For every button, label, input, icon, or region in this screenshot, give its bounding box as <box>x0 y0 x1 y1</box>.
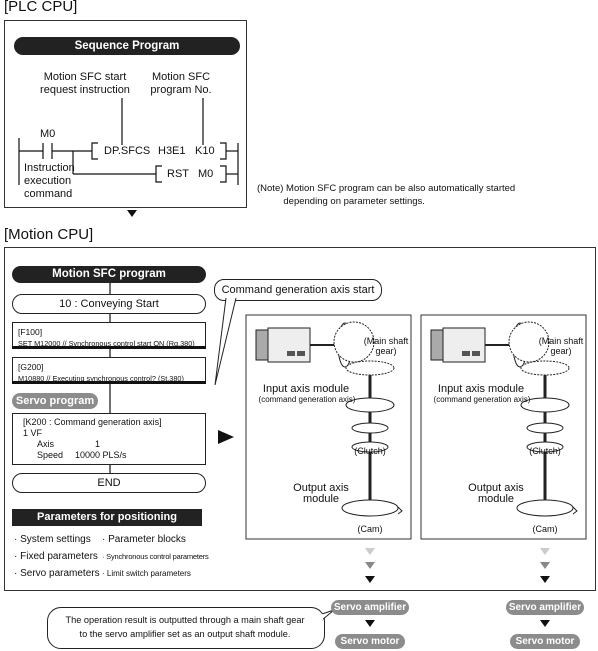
panel-1-input-axis: Input axis module <box>262 383 350 395</box>
param-limit-switch: · Limit switch parameters <box>102 569 191 578</box>
motion-frame <box>4 247 596 591</box>
panel-2-main-shaft-gear: (Main shaft gear) <box>538 336 584 356</box>
program-no-label: Motion SFC program No. <box>150 71 212 96</box>
param-system-settings: · System settings <box>14 534 91 545</box>
f100-body: SET M12000 // Synchronous control start … <box>18 339 195 348</box>
step-end: END <box>12 473 206 493</box>
param-parameter-blocks: · Parameter blocks <box>102 534 186 545</box>
panel-2-cam: (Cam) <box>532 524 558 534</box>
params-list: · System settings · Parameter blocks · F… <box>14 531 214 582</box>
servo-motor-1: Servo motor <box>335 634 405 649</box>
panel-1-input-axis-sub: (command generation axis) <box>258 395 356 404</box>
step-start: 10 : Conveying Start <box>12 294 206 314</box>
operation-callout-text: The operation result is outputted throug… <box>65 615 305 639</box>
panel-2-input-axis-sub: (command generation axis) <box>433 395 531 404</box>
k200-axis-value: 1 <box>95 439 101 449</box>
plc-frame <box>4 20 247 208</box>
instr-k10: K10 <box>195 145 215 157</box>
instruction-label: Instruction execution command <box>24 162 75 200</box>
k200-head: [K200 : Command generation axis] <box>23 417 162 427</box>
k200-axis-label: Axis <box>37 439 55 449</box>
k200-speed-label: Speed <box>37 450 64 460</box>
instr-h3e1: H3E1 <box>158 145 186 157</box>
servo-amplifier-2: Servo amplifier <box>506 600 584 615</box>
servo-motor-2: Servo motor <box>510 634 580 649</box>
g200-head: [G200] <box>18 362 44 372</box>
panel-1-cam: (Cam) <box>357 524 383 534</box>
servo-program-k200: [K200 : Command generation axis] 1 VF Ax… <box>12 413 206 465</box>
panel-1-clutch: (Clutch) <box>354 446 386 456</box>
panel-1-main-shaft-gear: (Main shaft gear) <box>363 336 409 356</box>
panel-2-mechanism <box>430 321 578 517</box>
instr-rst: RST <box>167 168 189 180</box>
instr-dp-sfcs: DP.SFCS <box>104 145 151 157</box>
servo-program-label: Servo program <box>12 393 98 409</box>
panel-2-clutch: (Clutch) <box>529 446 561 456</box>
operation-callout <box>47 607 325 649</box>
panel-1-output-axis: Output axis module <box>293 482 349 505</box>
panel-1-mechanism <box>255 321 403 517</box>
params-title: Parameters for positioning <box>12 509 202 526</box>
plc-section-label: [PLC CPU] <box>4 0 78 15</box>
panel-2-input-axis: Input axis module <box>437 383 525 395</box>
contact-m0-label: M0 <box>40 128 56 140</box>
f100-head: [F100] <box>18 327 43 337</box>
start-request-label: Motion SFC start request instruction <box>40 71 130 96</box>
g200-bar <box>12 381 206 384</box>
g200-body: M10880 // Executing synchronous control?… <box>18 374 184 383</box>
k200-vf: 1 VF <box>23 428 43 438</box>
note-text: (Note) Motion SFC program can be also au… <box>257 183 516 207</box>
sequence-program-title: Sequence Program <box>14 37 240 55</box>
motion-sfc-title: Motion SFC program <box>12 266 206 283</box>
command-axis-start-callout: Command generation axis start <box>214 279 382 301</box>
param-fixed-parameters: · Fixed parameters <box>14 551 98 562</box>
param-servo-parameters: · Servo parameters <box>14 568 100 579</box>
transition-f100: [F100] SET M12000 // Synchronous control… <box>12 322 206 348</box>
instr-m0: M0 <box>198 168 214 180</box>
motion-section-label: [Motion CPU] <box>4 226 94 243</box>
k200-speed-value: 10000 PLS/s <box>75 450 127 460</box>
panel-2-output-axis: Output axis module <box>468 482 524 505</box>
f100-bar <box>12 346 206 349</box>
param-synchronous-control: · Synchronous control parameters <box>102 552 209 561</box>
servo-amplifier-1: Servo amplifier <box>331 600 409 615</box>
